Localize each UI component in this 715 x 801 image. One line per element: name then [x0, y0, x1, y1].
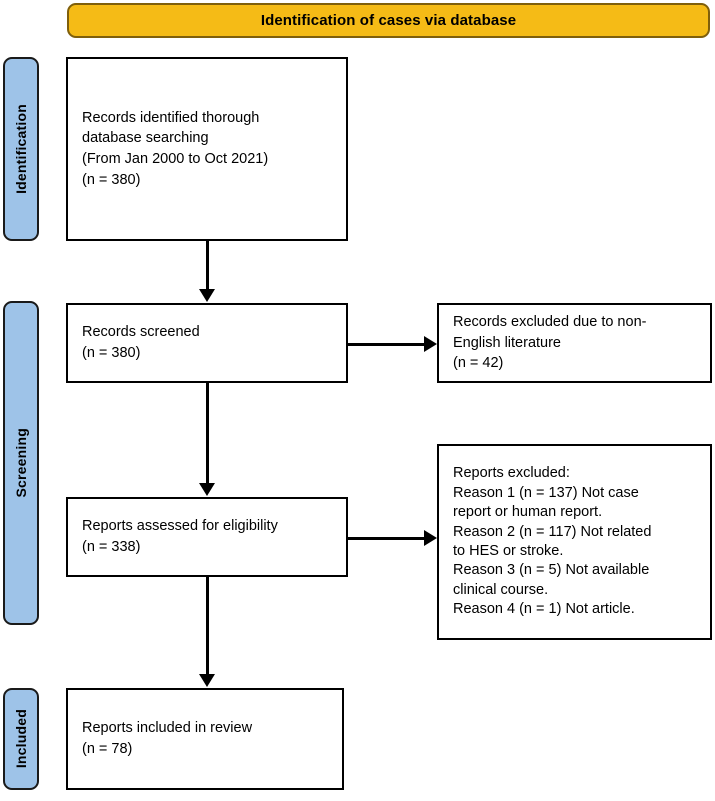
- connector-screened-to-eligible: [206, 383, 209, 484]
- box-reports-assessed-eligibility: Reports assessed for eligibility (n = 33…: [66, 497, 348, 577]
- arrowhead-down-icon: [199, 674, 215, 687]
- connector-eligible-to-excluded-reasons: [348, 537, 426, 540]
- stage-label-identification: Identification: [13, 104, 29, 194]
- stage-pill-screening: Screening: [3, 301, 39, 625]
- connector-screened-to-excluded-language: [348, 343, 426, 346]
- box-records-excluded-language: Records excluded due to non- English lit…: [437, 303, 712, 383]
- arrowhead-down-icon: [199, 289, 215, 302]
- box-records-screened: Records screened (n = 380): [66, 303, 348, 383]
- box-records-screened-text: Records screened (n = 380): [82, 324, 200, 361]
- box-reports-excluded-reasons: Reports excluded: Reason 1 (n = 137) Not…: [437, 444, 712, 640]
- connector-eligible-to-included: [206, 577, 209, 675]
- banner-title: Identification of cases via database: [260, 12, 517, 29]
- box-reports-assessed-eligibility-text: Reports assessed for eligibility (n = 33…: [82, 518, 278, 555]
- stage-label-included: Included: [13, 709, 29, 769]
- stage-label-screening: Screening: [13, 428, 29, 498]
- arrowhead-down-icon: [199, 483, 215, 496]
- box-reports-included-review: Reports included in review (n = 78): [66, 688, 344, 790]
- box-reports-included-review-text: Reports included in review (n = 78): [82, 720, 253, 757]
- box-records-excluded-language-text: Records excluded due to non- English lit…: [453, 314, 647, 372]
- box-records-identified: Records identified thorough database sea…: [66, 57, 348, 241]
- stage-pill-included: Included: [3, 688, 39, 790]
- arrowhead-right-icon: [424, 530, 437, 546]
- identification-banner: Identification of cases via database: [67, 3, 710, 38]
- arrowhead-right-icon: [424, 336, 437, 352]
- box-records-identified-text: Records identified thorough database sea…: [82, 109, 269, 188]
- connector-identified-to-screened: [206, 241, 209, 290]
- box-reports-excluded-reasons-text: Reports excluded: Reason 1 (n = 137) Not…: [453, 465, 652, 618]
- stage-pill-identification: Identification: [3, 57, 39, 241]
